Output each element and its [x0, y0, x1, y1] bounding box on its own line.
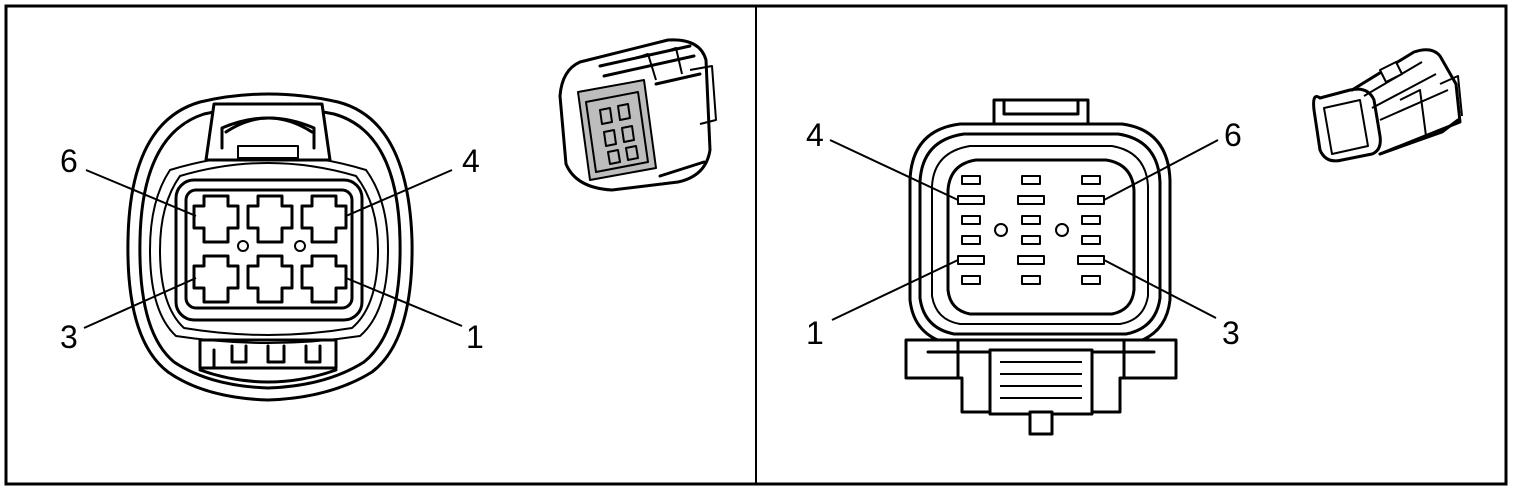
leader-line-6	[85, 169, 197, 217]
cavity-2	[246, 254, 294, 304]
pin-label-top-left-right-panel: 4	[806, 117, 824, 153]
cavity-6	[192, 194, 240, 244]
pin-label-bottom-right: 1	[466, 319, 484, 355]
pin-label-bottom-left-right-panel: 1	[806, 315, 824, 351]
pin-label-bottom-left: 3	[60, 319, 78, 355]
pin-label-top-right: 4	[462, 143, 480, 179]
pin-label-top-right-right-panel: 6	[1224, 117, 1242, 153]
female-connector-face	[126, 92, 414, 402]
female-connector-panel: 6 4 3 1	[60, 38, 717, 402]
pin-label-bottom-right-right-panel: 3	[1222, 315, 1240, 351]
female-lock-ribs	[198, 338, 338, 384]
leader-line-3	[83, 277, 197, 329]
male-connector-thumbnail	[1312, 48, 1463, 163]
leader-line-4	[345, 169, 453, 217]
leader-line-6-right	[1103, 139, 1219, 201]
leader-line-1-right	[831, 259, 959, 321]
male-connector-panel: 4 6 1 3	[806, 48, 1463, 436]
female-pin-cavities	[192, 194, 348, 304]
male-connector-face	[904, 98, 1178, 436]
cavity-3	[192, 254, 240, 304]
pin-label-top-left: 6	[60, 143, 78, 179]
cavity-4	[300, 194, 348, 244]
female-connector-thumbnail	[558, 38, 717, 192]
cavity-5	[246, 194, 294, 244]
leader-line-3-right	[1103, 259, 1217, 319]
cavity-1	[300, 254, 348, 304]
leader-line-1	[345, 277, 463, 327]
leader-line-4-right	[829, 139, 959, 201]
